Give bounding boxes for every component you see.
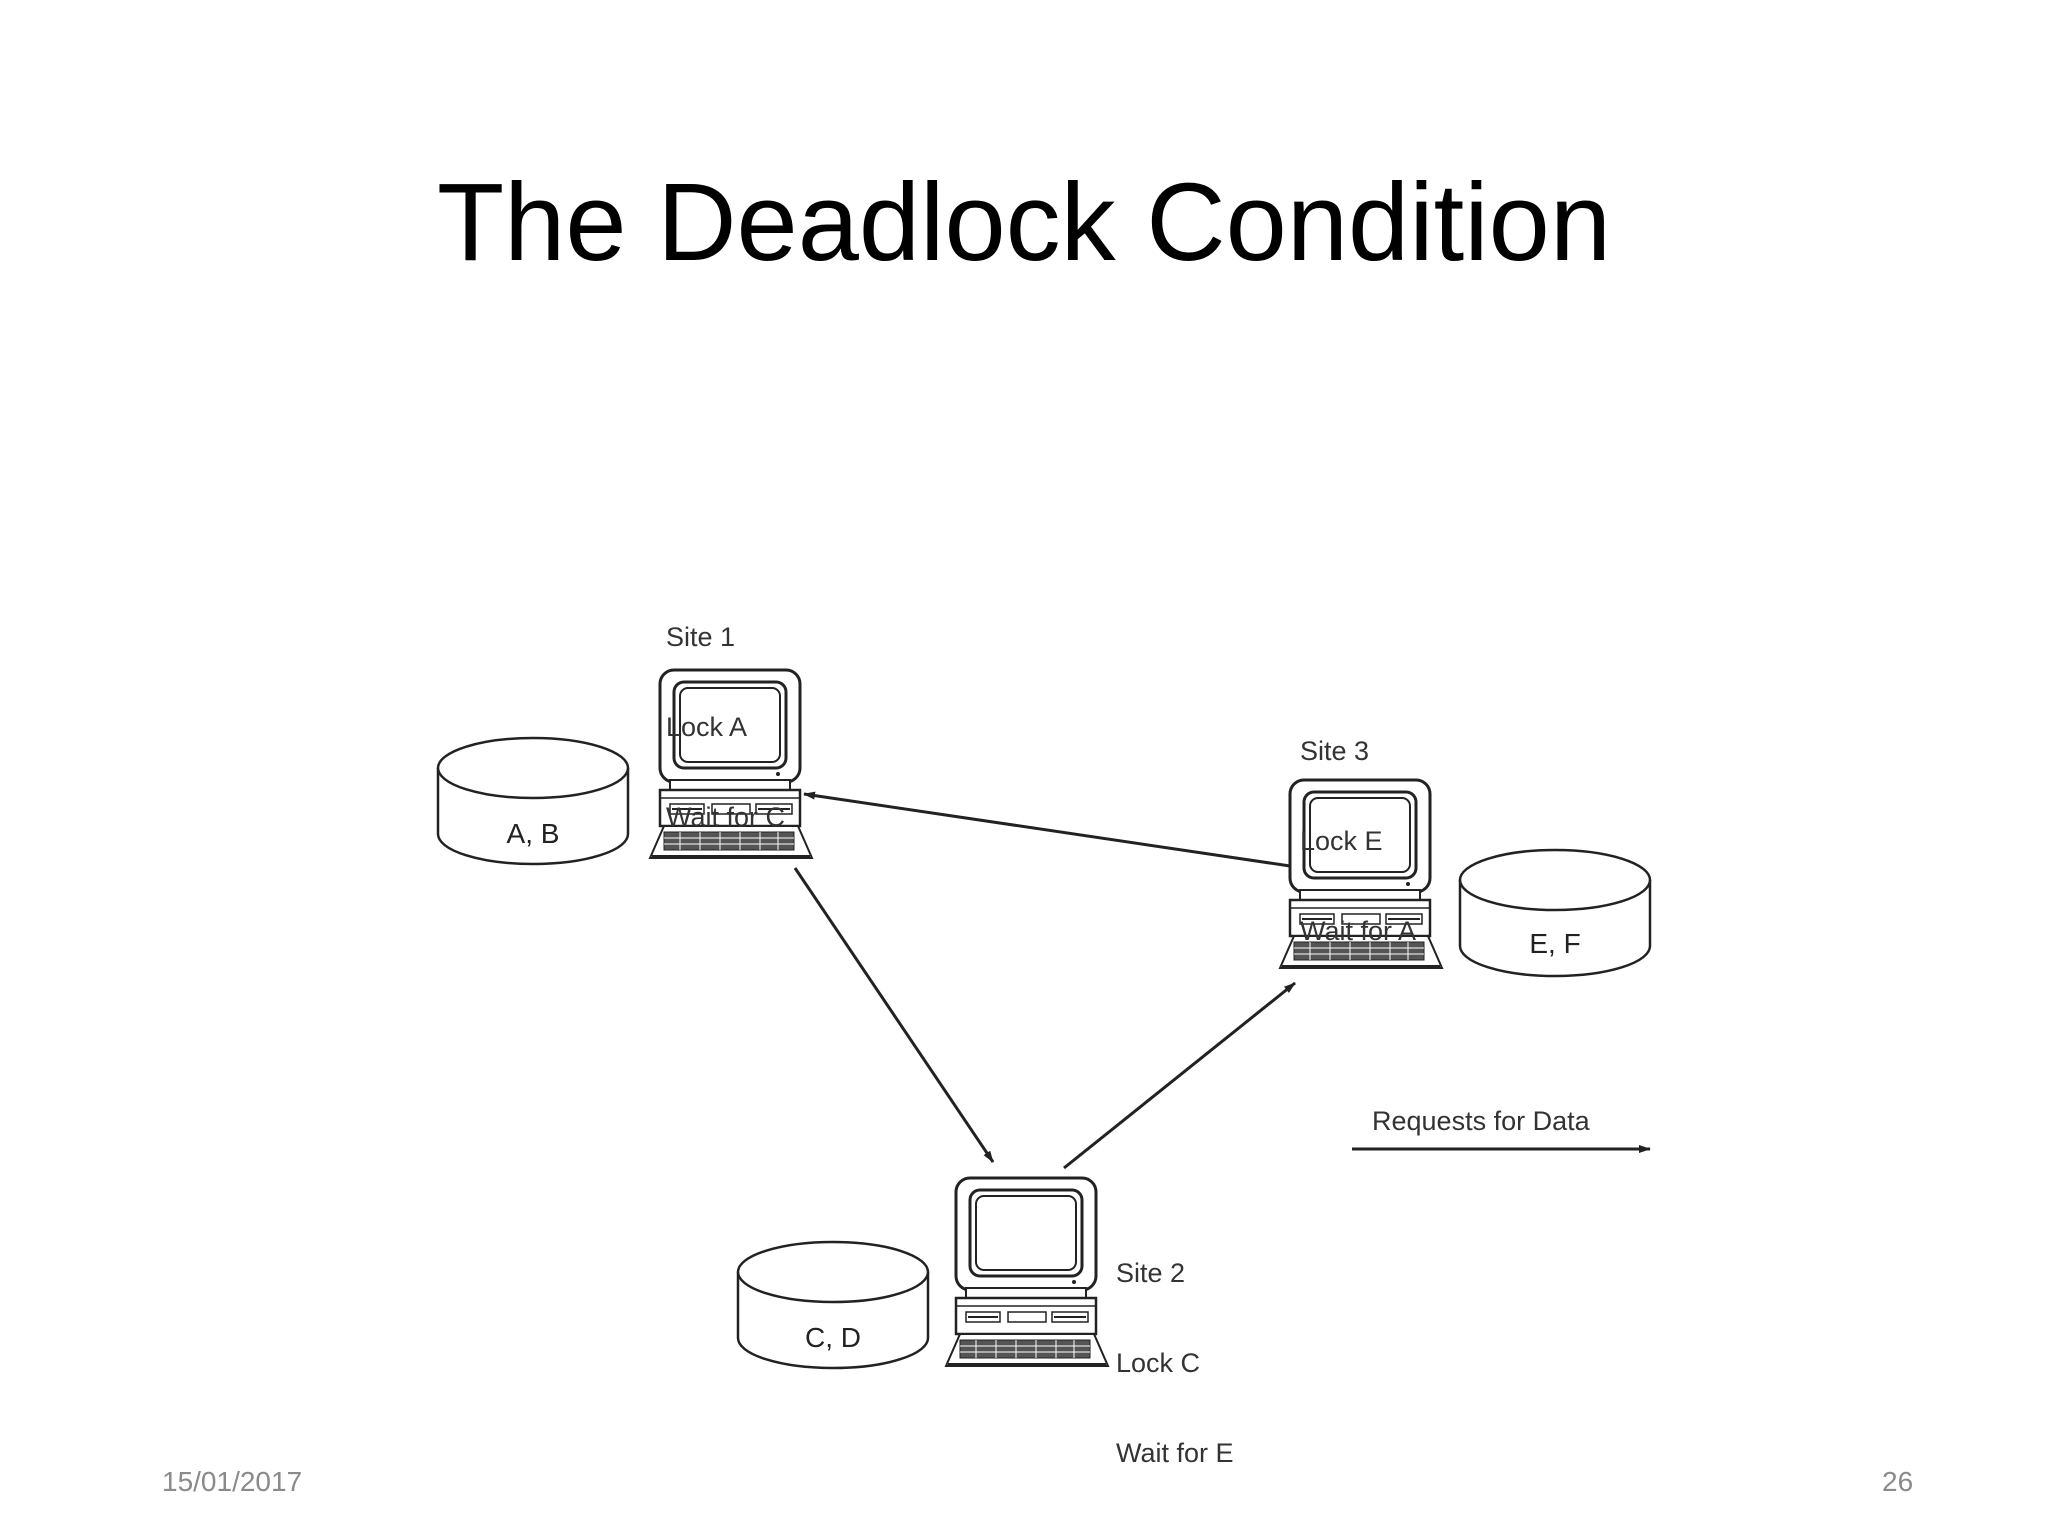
database-ef-label: E, F [1529, 928, 1581, 959]
edge-site3-to-site1 [803, 791, 1291, 868]
site-3-name: Site 3 [1300, 736, 1370, 766]
site-1-label: Site 1 Lock A Wait for C [666, 562, 785, 862]
slide-title: The Deadlock Condition [436, 161, 1611, 284]
site-2-label: Site 2 Lock C Wait for E [1116, 1198, 1234, 1498]
site-1-lock: Lock A [666, 712, 748, 742]
footer-date: 15/01/2017 [162, 1466, 303, 1497]
edge-site1-to-site2 [793, 867, 995, 1163]
database-ab-label: A, B [506, 818, 560, 849]
database-cd-label: C, D [805, 1322, 861, 1353]
site-2-lock: Lock C [1116, 1348, 1201, 1378]
legend-label: Requests for Data [1372, 1106, 1590, 1136]
site-2-wait: Wait for E [1116, 1438, 1234, 1468]
site-1-name: Site 1 [666, 622, 736, 652]
site-1-wait: Wait for C [666, 802, 786, 832]
site-3-label: Site 3 Lock E Wait for A [1300, 676, 1416, 976]
edge-site2-to-site3 [1063, 981, 1296, 1170]
site-3-lock: Lock E [1300, 826, 1383, 856]
site-2-name: Site 2 [1116, 1258, 1186, 1288]
site-2-computer-icon [944, 1176, 1110, 1368]
site-3-wait: Wait for A [1300, 916, 1417, 946]
page-number: 26 [1882, 1466, 1914, 1497]
